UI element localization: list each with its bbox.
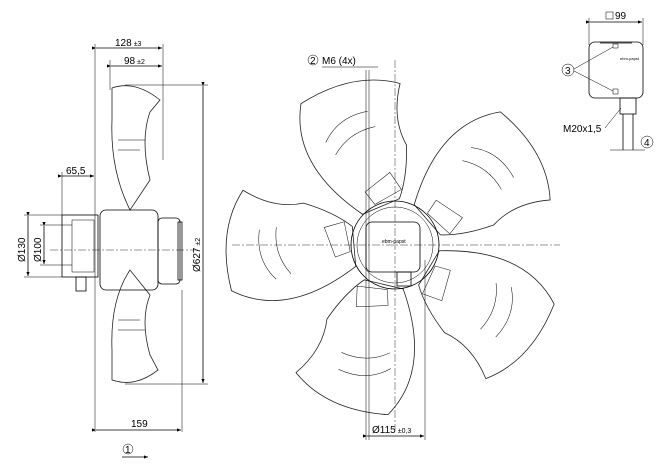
fan-blade [418,250,555,380]
front-blades [225,79,555,416]
dim-dia-115: Ø115±0,3 [372,425,411,436]
gland-label: M20x1,5 [563,124,602,135]
dim-blade-depth: 98±2 [124,56,145,67]
fan-blade [413,111,551,236]
box-logo: ebm-papst [620,56,640,61]
blade-outline [299,79,407,215]
side-view: 128±3 98±2 65,5 Ø130 Ø100 Ø627±2 159 1 [17,38,208,459]
blade-detail [258,221,351,280]
callout-2: 2 [310,56,316,67]
front-view: ebm-papst 2 M6 (4x) Ø115±0,3 [225,54,560,440]
front-logo: ebm-papst [382,239,406,245]
square-symbol [605,11,614,20]
terminal-box-front [365,221,421,273]
callout-4: 4 [644,138,650,149]
dim-square: 99 [615,11,627,22]
terminal-box [588,41,644,99]
fan-blade [225,189,357,301]
dim-motor-offset: 65,5 [66,166,86,177]
cable-gland [619,97,637,115]
dim-dia-627: Ø627±2 [192,238,203,272]
callout-1: 1 [125,445,131,456]
cable-gland-front [396,271,412,287]
dim-overall-depth: 128±3 [115,38,142,49]
side-motor-rear [61,214,99,278]
dim-dia-130: Ø130 [17,237,28,262]
side-blade-upper [111,85,161,211]
terminal-box-view: 99 ebm-papst 3 M20x1,5 4 [561,11,654,151]
dim-total-length: 159 [131,419,148,430]
blade-detail [427,147,514,235]
fan-blade [295,279,415,416]
blade-outline [413,111,551,236]
dim-dia-100: Ø100 [33,237,44,262]
blade-outline [225,189,357,301]
callout-1-circle [122,443,134,455]
callout-3-circle [561,63,575,77]
callout-3: 3 [565,66,571,77]
callout-2-circle [307,54,319,66]
blade-detail [422,265,513,338]
side-blade-lower [111,269,159,383]
fan-blade [299,79,407,215]
blade-outline [418,250,555,380]
thread-label: M6 (4x) [322,56,356,67]
blade-detail [325,111,402,205]
blade-outline [295,279,415,416]
callout-4-circle [640,135,654,149]
